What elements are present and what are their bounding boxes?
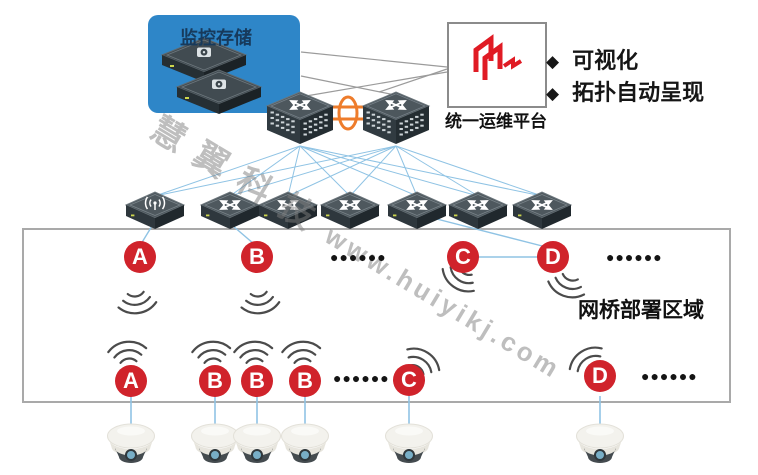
wireless-ap-icon [125,191,185,230]
uplink-lines [154,145,543,197]
bridge-node-b-client: B [199,365,231,397]
feature-text: 可视化 [572,48,639,73]
diamond-bullet-icon: ◆ [546,51,560,71]
bridge-node-c: C [447,241,479,273]
feature-item: ◆ 可视化 [546,50,638,72]
watermark-cn: 慧翼科技 [143,109,335,246]
access-switch-icon [321,192,379,229]
bridge-node-b-client: B [241,365,273,397]
access-switch-icon [449,192,507,229]
dome-camera-icon [384,423,434,464]
access-switch-icon [388,192,446,229]
feature-item: ◆ 拓扑自动呈现 [546,82,704,104]
aggregated-link-icon [329,95,367,131]
bridge-node-c-client: C [393,364,425,396]
bridge-node-b: B [241,241,273,273]
bridge-node-a: A [124,241,156,273]
bridge-node-d-client: D [584,360,616,392]
ellipsis-dots: ●●●●●● [330,249,387,265]
core-switch-icon-right [363,92,429,144]
bridge-node-b-client: B [289,365,321,397]
ops-platform-box [447,22,547,108]
management-link-lines [300,51,448,97]
storage-box-title: 监控存储 [180,28,252,48]
dome-camera-icon [232,423,282,464]
ellipsis-dots: ●●●●●● [333,370,390,386]
bridge-node-a-client: A [115,365,147,397]
diamond-bullet-icon: ◆ [546,83,560,103]
access-switch-icon [201,192,259,229]
ellipsis-dots: ●●●●●● [606,249,663,265]
bridge-area-label: 网桥部署区域 [578,299,704,322]
dome-camera-icon [280,423,330,464]
dome-camera-icon [575,423,625,464]
dome-camera-icon [106,423,156,464]
feature-text: 拓扑自动呈现 [572,80,705,105]
access-switch-icon [513,192,571,229]
access-switch-icon [259,192,317,229]
dome-camera-icon [190,423,240,464]
ellipsis-dots: ●●●●●● [641,368,698,384]
platform-label: 统一运维平台 [445,112,547,131]
bridge-node-d: D [537,241,569,273]
